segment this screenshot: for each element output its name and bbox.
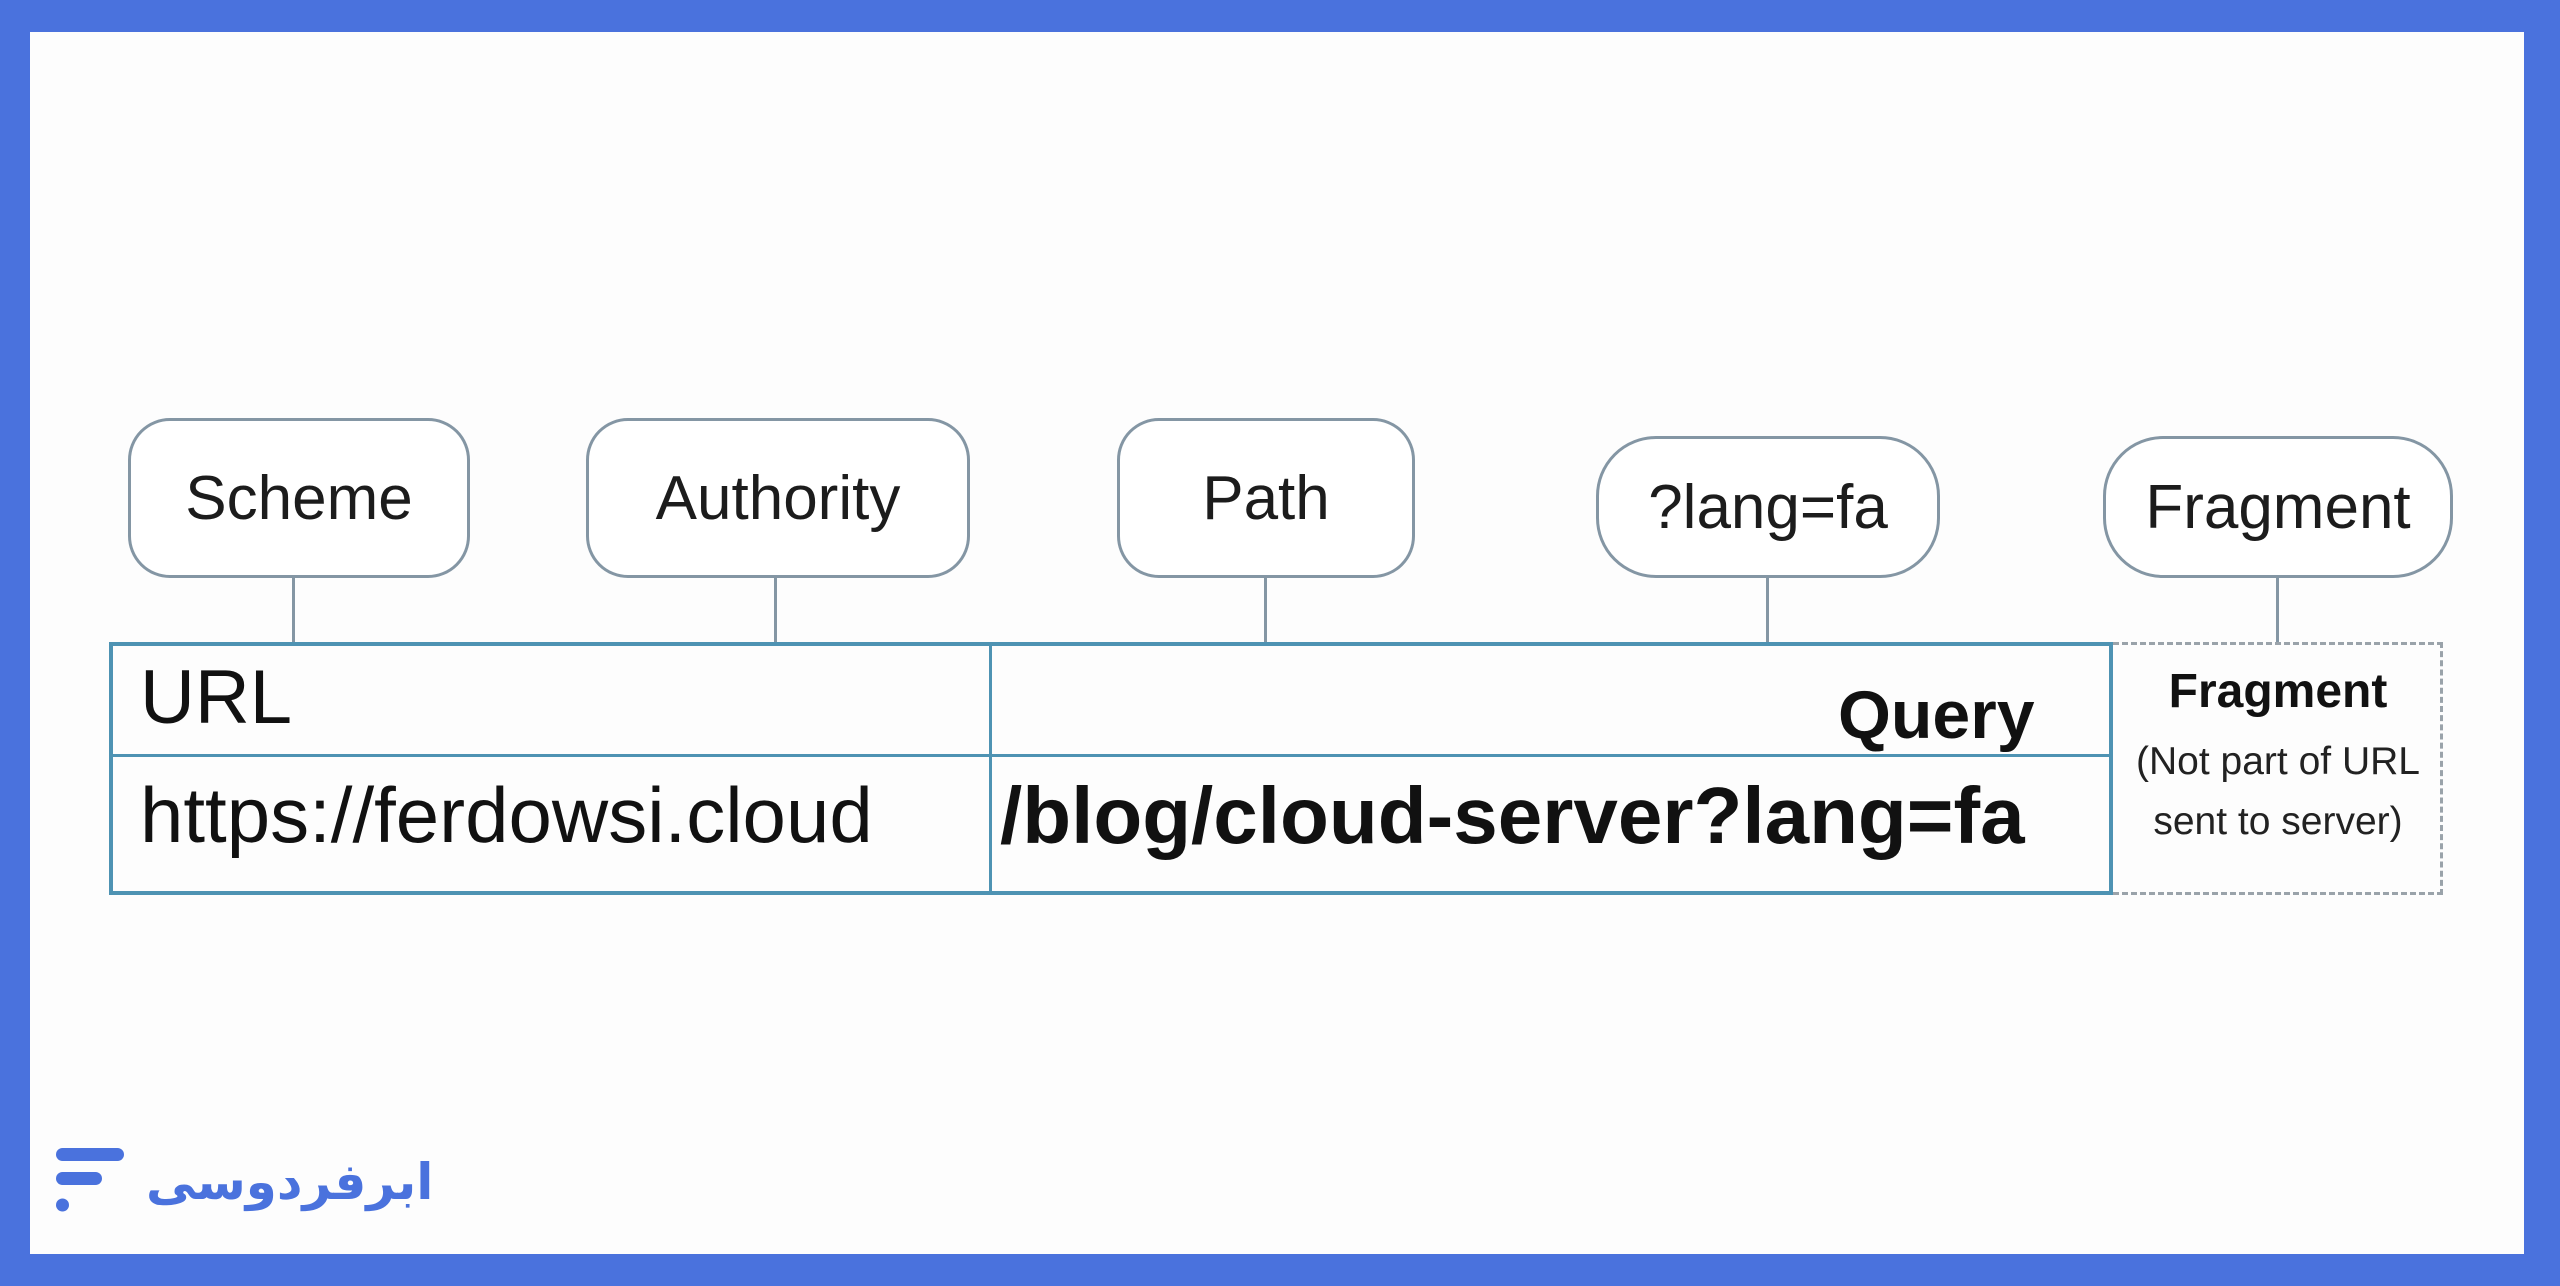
scheme-authority-text: https://ferdowsi.cloud bbox=[140, 771, 873, 859]
url-title: URL bbox=[140, 655, 293, 740]
fragment-title: Fragment bbox=[2168, 665, 2388, 718]
path-connector bbox=[1264, 578, 1267, 642]
diagram-canvas: Scheme Authority Path ?lang=fa Fragment … bbox=[30, 32, 2524, 1254]
fragment-connector bbox=[2276, 578, 2279, 642]
fragment-callout-label: Fragment bbox=[2145, 472, 2411, 542]
fragment-note: (Not part of URL sent to server) bbox=[2136, 740, 2420, 843]
url-box bbox=[109, 642, 2113, 895]
scheme-connector bbox=[292, 578, 295, 642]
path-query-text: /blog/cloud-server?lang=fa bbox=[1000, 771, 2025, 860]
authority-callout: Authority bbox=[586, 418, 970, 578]
url-row-divider bbox=[113, 754, 2109, 757]
url-column-divider bbox=[989, 646, 992, 891]
fragment-box bbox=[2113, 642, 2443, 895]
query-label: Query bbox=[1838, 677, 2035, 753]
query-connector bbox=[1766, 578, 1769, 642]
query-callout: ?lang=fa bbox=[1596, 436, 1940, 578]
query-callout-label: ?lang=fa bbox=[1648, 472, 1888, 542]
authority-callout-label: Authority bbox=[655, 463, 901, 533]
fragment-callout: Fragment bbox=[2103, 436, 2453, 578]
scheme-callout-label: Scheme bbox=[185, 463, 413, 533]
path-callout-label: Path bbox=[1202, 463, 1330, 533]
path-callout: Path bbox=[1117, 418, 1415, 578]
brand-name: ابرفردوسی bbox=[146, 1153, 434, 1211]
authority-connector bbox=[774, 578, 777, 642]
brand-logo: ابرفردوسی bbox=[52, 1142, 433, 1222]
scheme-callout: Scheme bbox=[128, 418, 470, 578]
ferdowsi-logo-icon bbox=[56, 1148, 124, 1212]
